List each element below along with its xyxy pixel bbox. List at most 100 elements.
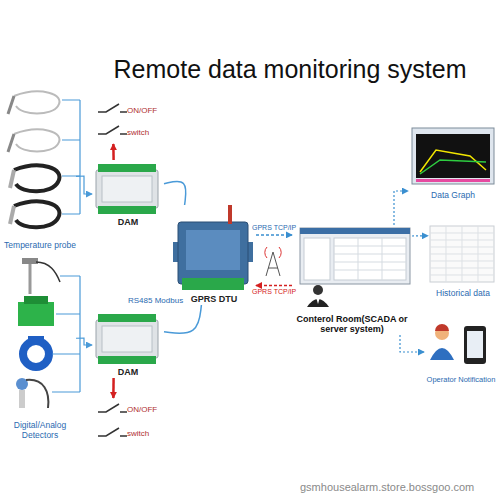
detector-block — [18, 302, 54, 326]
connector — [164, 305, 201, 333]
switch-group: ON/OFF switch — [96, 398, 158, 446]
dtu-box: GPRS DTU — [172, 205, 256, 305]
output-box: Historical data — [428, 222, 498, 298]
detector-cable — [36, 262, 60, 282]
switch-group: ON/OFF switch — [96, 100, 158, 144]
dam-face — [102, 326, 152, 352]
bracket — [62, 100, 80, 214]
probe-cable — [14, 166, 59, 192]
connector — [76, 338, 92, 345]
connector — [394, 191, 408, 225]
graph-window — [412, 128, 494, 184]
dtu-device — [173, 205, 253, 290]
node-label: switch — [127, 430, 149, 439]
probe-cable — [14, 129, 59, 151]
node-label: Conterol Room(SCADA or server system) — [292, 315, 412, 335]
node-label: Historical data — [436, 289, 490, 298]
node-label: ON/OFF — [127, 107, 157, 116]
detector-head — [22, 258, 38, 264]
window-grid — [334, 238, 406, 280]
window-panel — [334, 238, 406, 280]
node-label: Data Graph — [431, 191, 475, 200]
dam-module — [96, 164, 158, 214]
node-label: GPRS DTU — [191, 295, 238, 305]
sensor-group: Digital/Analog Detectors — [4, 255, 76, 440]
current-ring-base — [28, 336, 44, 342]
terminal-strip — [98, 356, 156, 364]
phone — [464, 326, 486, 364]
probe-cable — [14, 91, 59, 113]
dam-face — [102, 176, 152, 202]
connector — [112, 378, 115, 398]
sensor-cable — [26, 380, 48, 408]
dam-module — [96, 314, 158, 364]
connector — [164, 181, 186, 205]
detector-block-top — [24, 296, 48, 304]
connector — [76, 176, 92, 194]
edge-label: RS485 Modbus — [128, 297, 183, 306]
graph-bar — [416, 179, 490, 182]
terminal-strip — [98, 314, 156, 322]
radio-tower — [266, 252, 280, 276]
connector — [256, 285, 292, 287]
watermark: gsmhousealarm.store.bossgoo.com — [300, 481, 474, 493]
diagram-title: Remote data monitoring system — [90, 56, 490, 84]
terminal-strip — [98, 206, 156, 214]
dam-body — [96, 320, 158, 358]
node-label: Digital/Analog Detectors — [4, 421, 76, 440]
edge-label: GPRS TCP/IP — [252, 224, 296, 232]
dam-body — [96, 170, 158, 208]
connector — [112, 144, 115, 160]
dam-box: DAM — [92, 312, 164, 378]
probe-tip — [8, 96, 14, 114]
operator-shirt — [316, 297, 320, 304]
current-ring — [23, 341, 49, 367]
probe-cable — [14, 202, 59, 228]
person-body — [430, 348, 454, 360]
probe-tip — [8, 134, 14, 152]
sensor-group: Temperature probe — [4, 88, 76, 250]
history-table — [430, 226, 494, 282]
phone-screen — [467, 331, 483, 358]
switch-symbol — [98, 428, 127, 436]
operator-head — [313, 285, 323, 295]
node-label: Operator Notification — [427, 376, 496, 384]
probe-tip — [10, 206, 14, 224]
switch-symbol — [98, 126, 127, 134]
output-box: Operator Notification — [424, 320, 498, 384]
graph-plot — [416, 134, 490, 178]
node-label: switch — [127, 129, 149, 138]
antenna — [228, 205, 232, 224]
terminal-strip — [98, 164, 156, 172]
terminal-strip — [182, 278, 244, 290]
sensor-body — [19, 390, 25, 408]
window-bar — [300, 228, 410, 234]
node-label: ON/OFF — [127, 406, 157, 415]
probe-tip — [10, 170, 14, 188]
edge-label: GPRS TCP/IP — [252, 288, 296, 296]
node-label: DAM — [118, 368, 139, 378]
node-label: DAM — [118, 218, 139, 228]
radio-waves — [265, 247, 281, 258]
dtu-face — [186, 230, 240, 270]
connector — [400, 335, 424, 352]
control-room: Conterol Room(SCADA or server system) — [292, 225, 412, 335]
person-hair — [435, 324, 449, 331]
detector-stick — [29, 264, 32, 294]
connector — [256, 234, 292, 236]
window-panel — [304, 238, 330, 280]
dam-box: DAM — [92, 160, 164, 228]
graph-line — [420, 160, 486, 174]
node-label: Temperature probe — [4, 241, 76, 250]
dtu-body — [178, 222, 248, 284]
table-grid — [430, 226, 494, 282]
switch-symbol — [98, 404, 127, 412]
bracket — [52, 276, 80, 392]
connector — [412, 235, 428, 237]
switch-symbol — [98, 104, 127, 112]
output-box: Data Graph — [408, 125, 498, 200]
scada-window — [300, 228, 410, 284]
